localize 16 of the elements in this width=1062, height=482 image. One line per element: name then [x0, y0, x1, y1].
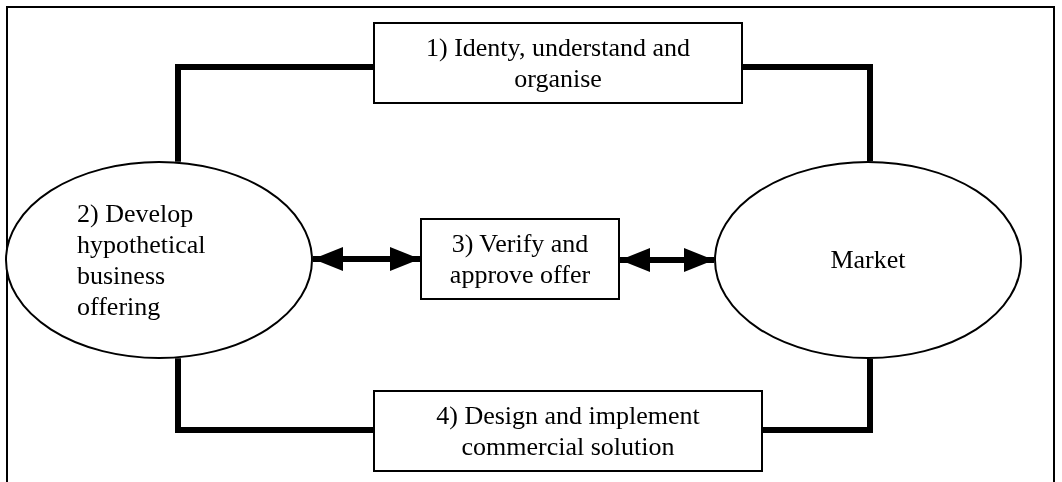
process-box — [420, 218, 620, 300]
node-label: 4) Design and implement commercial solution — [435, 399, 701, 463]
connector-line — [175, 64, 373, 162]
ellipse-node — [714, 161, 1022, 359]
double-arrow — [313, 247, 420, 271]
double-arrow — [620, 248, 714, 272]
connector-line — [175, 358, 373, 433]
node-label: Market — [830, 244, 906, 276]
node-label: 3) Verify and approve offer — [448, 227, 592, 291]
node-label: 2) Develop hypothetical business offering — [77, 197, 207, 323]
connector-line — [763, 359, 873, 433]
node-label: 1) Identy, understand and organise — [425, 31, 691, 95]
ellipse-node — [5, 161, 313, 359]
process-box — [373, 390, 763, 472]
process-box — [373, 22, 743, 104]
connector-line — [743, 64, 873, 161]
